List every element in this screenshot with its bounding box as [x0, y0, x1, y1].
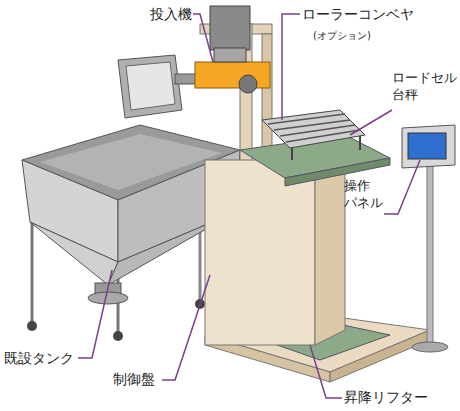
leader-line [282, 14, 300, 120]
conveyor-leg [359, 136, 361, 150]
hopper-front [30, 222, 118, 285]
part-label: 投入機 [150, 5, 192, 23]
part-label: 操作 パネル [344, 178, 388, 212]
conveyor-leg [291, 148, 293, 160]
tank-leg [199, 228, 202, 300]
part-label: 既設タンク [4, 349, 74, 367]
roller [280, 125, 355, 136]
feeder-coupling [214, 48, 246, 62]
tank-leg [31, 222, 34, 322]
part-label: 制御盤 [113, 370, 155, 388]
roller [274, 120, 350, 130]
feeder-drive-box [195, 62, 270, 88]
frame-post [262, 34, 272, 154]
feeder-motor [210, 6, 250, 50]
outlet-flange [88, 292, 128, 304]
conveyor-frame [262, 110, 365, 148]
feeder-hopper [118, 55, 182, 118]
feeder-hopper-inner [126, 62, 175, 110]
panel-box [402, 125, 455, 168]
panel-base [412, 342, 448, 352]
panel-screen [408, 133, 446, 159]
leader-line [310, 345, 342, 398]
leader-line [162, 275, 210, 380]
scale-edge [285, 158, 390, 186]
leader-line [78, 270, 112, 358]
leader-line [193, 14, 213, 62]
leader-line [350, 110, 392, 135]
leader-lines [78, 14, 420, 398]
leader-line [384, 160, 420, 214]
note-label: (オプション) [313, 29, 371, 42]
part-label: 昇降リフター [344, 388, 428, 406]
part-label: ローラーコンベヤ [302, 5, 414, 23]
feeder-motor-end [239, 75, 257, 93]
caster [113, 331, 123, 341]
panel-pole [427, 165, 433, 345]
roller [286, 130, 360, 142]
caster [27, 321, 37, 331]
feeder-shaft [175, 74, 197, 84]
cabinet-front [205, 160, 315, 345]
part-label: ロードセル 台秤 [392, 70, 458, 104]
